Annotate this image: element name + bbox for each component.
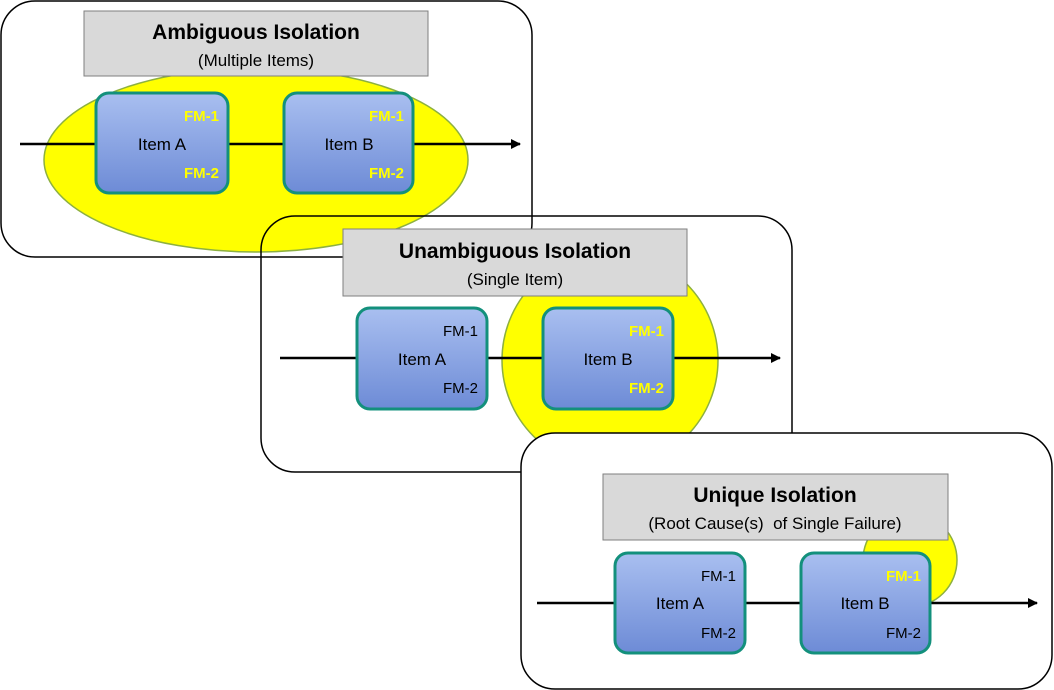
panel-unambiguous-isolation: Unambiguous Isolation (Single Item) Item…: [260, 215, 793, 473]
item-box-a: Item A FM-1 FM-2: [94, 91, 230, 195]
item-label: Item B: [840, 594, 889, 613]
item-box-b: Item B FM-1 FM-2: [282, 91, 415, 195]
title-box: [342, 228, 688, 297]
panel-title: Unambiguous Isolation: [399, 240, 631, 263]
item-label: Item B: [324, 135, 373, 154]
item-label: Item B: [583, 350, 632, 369]
failure-mode-1: FM-1: [629, 323, 664, 340]
failure-mode-1: FM-1: [701, 568, 736, 585]
failure-mode-2: FM-2: [184, 165, 219, 182]
item-label: Item A: [138, 135, 187, 154]
panel-ambiguous-isolation: Ambiguous Isolation (Multiple Items) Ite…: [0, 0, 533, 258]
failure-mode-2: FM-2: [369, 165, 404, 182]
failure-mode-1: FM-1: [184, 108, 219, 125]
panel-subtitle: (Multiple Items): [198, 51, 314, 70]
item-box-a: Item A FM-1 FM-2: [355, 306, 489, 411]
failure-mode-1: FM-1: [369, 108, 404, 125]
item-box-a: Item A FM-1 FM-2: [613, 551, 747, 655]
failure-mode-1: FM-1: [886, 568, 921, 585]
failure-mode-2: FM-2: [443, 380, 478, 397]
panel-subtitle: (Root Cause(s) of Single Failure): [648, 514, 901, 533]
title-box: [83, 10, 429, 77]
item-box-b: Item B FM-1 FM-2: [799, 551, 932, 655]
item-label: Item A: [656, 594, 705, 613]
panel-title: Unique Isolation: [693, 484, 856, 507]
panel-title: Ambiguous Isolation: [152, 21, 360, 44]
panel-frame: [520, 432, 1053, 690]
item-label: Item A: [398, 350, 447, 369]
panel-subtitle: (Single Item): [467, 270, 563, 289]
failure-mode-2: FM-2: [629, 380, 664, 397]
title-box: [602, 473, 949, 541]
item-box-b: Item B FM-1 FM-2: [541, 306, 675, 411]
failure-mode-1: FM-1: [443, 323, 478, 340]
failure-mode-2: FM-2: [886, 625, 921, 642]
failure-mode-2: FM-2: [701, 625, 736, 642]
panel-unique-isolation: Unique Isolation (Root Cause(s) of Singl…: [520, 432, 1053, 690]
